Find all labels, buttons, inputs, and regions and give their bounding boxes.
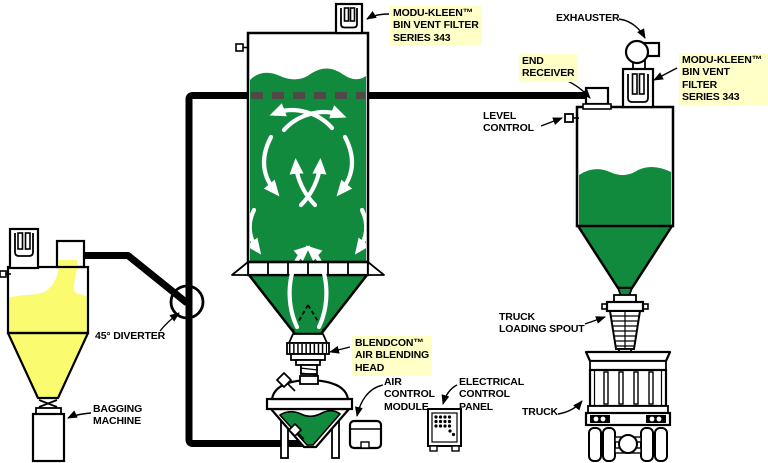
- label-air-control-module: AIR CONTROL MODULE: [384, 376, 435, 413]
- truck-wheels: [588, 427, 668, 462]
- label-diverter: 45° DIVERTER: [95, 330, 166, 342]
- label-bagging-machine: BAGGING MACHINE: [93, 403, 143, 428]
- diverter-branch-pipe: [84, 252, 190, 306]
- vessel-discharge-valve-icon: [288, 423, 305, 440]
- storage-silo: [564, 39, 675, 290]
- silo-material-fill: [250, 68, 366, 262]
- leader-lines: [67, 10, 678, 419]
- hopper-bin-vent-filter-icon: [8, 227, 40, 270]
- loading-spout: [601, 287, 649, 357]
- exhauster-icon: [624, 39, 661, 65]
- support-bracket-left: [231, 261, 249, 276]
- blend-head-dashed-cone: [292, 304, 325, 332]
- label-truck-loading-spout: TRUCK LOADING SPOUT: [499, 311, 585, 336]
- material-stream: [8, 260, 88, 333]
- label-blendcon: BLENDCON™ AIR BLENDING HEAD: [352, 336, 433, 377]
- vessel-inlet-valve-icon: [276, 372, 296, 392]
- storage-material-fill: [579, 166, 671, 225]
- diverter-valve: [169, 284, 205, 320]
- air-control-module: [348, 419, 383, 450]
- support-bracket-right: [367, 261, 385, 276]
- label-level-control: LEVEL CONTROL: [483, 110, 534, 135]
- silo-bin-vent-filter-icon: [334, 2, 364, 35]
- bagging-hopper-system: [0, 227, 90, 463]
- hopper-cone: [6, 331, 90, 400]
- label-exhauster: EXHAUSTER: [556, 12, 620, 24]
- hopper-level-sensor-icon: [0, 270, 11, 278]
- bagging-machine: [31, 407, 66, 463]
- label-truck: TRUCK: [522, 406, 558, 418]
- hopper-discharge-valve: [38, 399, 58, 408]
- transporter-vessel: [265, 372, 354, 459]
- electrical-control-panel: [427, 408, 462, 452]
- vessel-material-cone: [278, 409, 342, 446]
- silo-cone: [247, 273, 369, 336]
- hopper-body: [6, 265, 90, 335]
- support-band-ticks: [267, 262, 349, 275]
- blending-air-arrows: [246, 103, 370, 330]
- label-bin-vent-filter-left: MODU-KLEEN™ BIN VENT FILTER SERIES 343: [390, 6, 482, 47]
- panel-buttons: [434, 415, 456, 437]
- label-bin-vent-filter-right: MODU-KLEEN™ BIN VENT FILTER SERIES 343: [679, 53, 768, 106]
- blending-silo: [231, 2, 385, 336]
- silo-body-outline: [246, 31, 370, 264]
- label-electrical-control-panel: ELECTRICAL CONTROL PANEL: [459, 376, 524, 413]
- taillights: [590, 415, 666, 423]
- storage-silo-cone: [576, 224, 674, 290]
- air-blending-head: [286, 333, 330, 376]
- level-control-sensor-icon: [564, 113, 579, 123]
- end-receiver-box: [582, 86, 612, 110]
- truck: [584, 350, 672, 462]
- label-end-receiver: END RECEIVER: [519, 54, 578, 82]
- silo-level-sensor-icon: [235, 43, 249, 52]
